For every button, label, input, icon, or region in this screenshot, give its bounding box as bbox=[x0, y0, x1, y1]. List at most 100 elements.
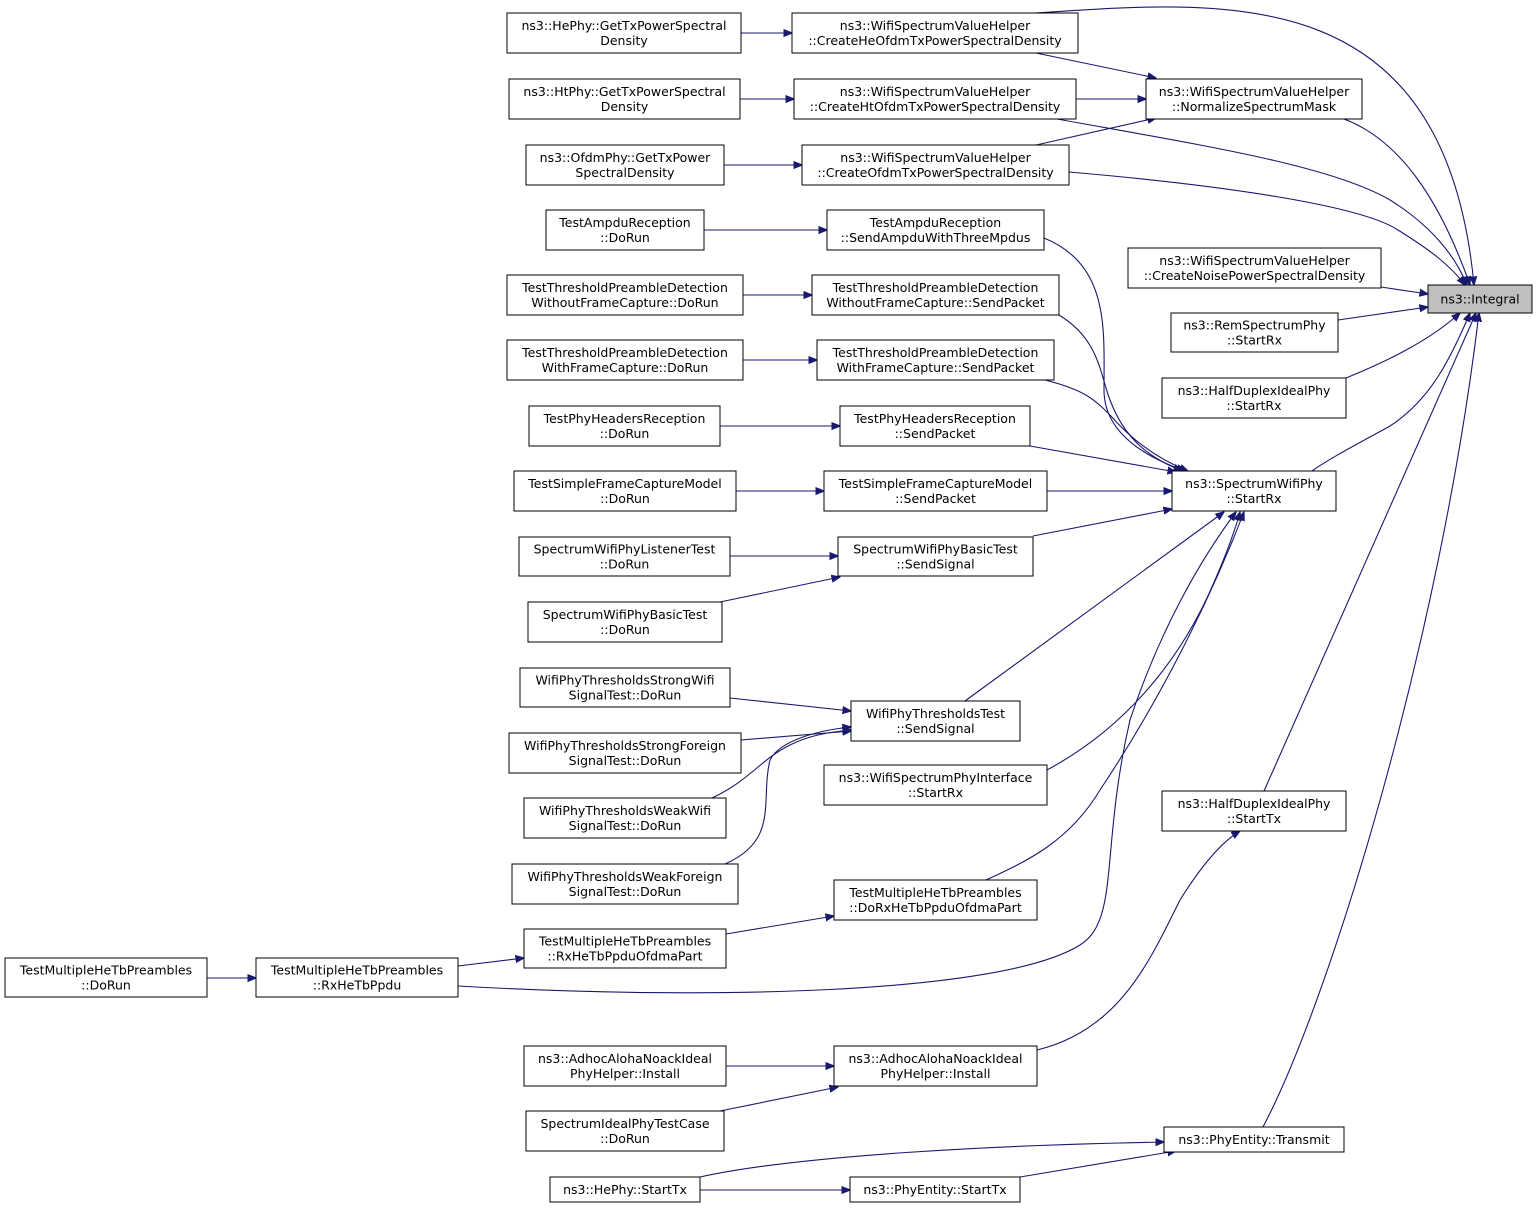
node-box-tpd_w_send[interactable] bbox=[816, 339, 1055, 381]
node-box-wsvh_normalize[interactable] bbox=[1145, 78, 1363, 120]
node-box-wpt_weakforeign[interactable] bbox=[511, 863, 739, 905]
node-label-wsvh_noise-1: ::CreateNoisePowerSpectralDensity bbox=[1144, 268, 1366, 283]
node-mhtp_dorun[interactable]: TestMultipleHeTbPreambles::DoRun bbox=[4, 957, 208, 998]
node-label-rem_startrx-0: ns3::RemSpectrumPhy bbox=[1183, 318, 1326, 333]
node-aanih_install_r[interactable]: ns3::AdhocAlohaNoackIdealPhyHelper::Inst… bbox=[833, 1045, 1038, 1087]
node-phr_send[interactable]: TestPhyHeadersReception::SendPacket bbox=[839, 405, 1031, 447]
node-wsvh_createhe[interactable]: ns3::WifiSpectrumValueHelper::CreateHeOf… bbox=[791, 12, 1079, 54]
node-tpd_wo_send[interactable]: TestThresholdPreambleDetectionWithoutFra… bbox=[811, 274, 1060, 316]
node-wpt_weakwifi[interactable]: WifiPhyThresholdsWeakWifiSignalTest::DoR… bbox=[523, 797, 727, 839]
node-box-hephy_starttx[interactable] bbox=[549, 1176, 701, 1203]
edge-sip_dorun-to-aanih_install_r bbox=[719, 1087, 838, 1112]
node-wsvh_createofdm[interactable]: ns3::WifiSpectrumValueHelper::CreateOfdm… bbox=[801, 144, 1070, 186]
node-label-swp_startrx-1: ::StartRx bbox=[1226, 491, 1281, 506]
node-box-wsvh_createofdm[interactable] bbox=[801, 144, 1070, 186]
node-box-phr_send[interactable] bbox=[839, 405, 1031, 447]
node-pe_transmit[interactable]: ns3::PhyEntity::Transmit bbox=[1163, 1126, 1345, 1153]
edge-swpbt_send-to-swp_startrx bbox=[1032, 509, 1172, 537]
node-label-wsvh_createhe-0: ns3::WifiSpectrumValueHelper bbox=[840, 18, 1031, 33]
node-wpt_strongwifi[interactable]: WifiPhyThresholdsStrongWifiSignalTest::D… bbox=[519, 667, 731, 708]
node-box-wsvh_createht[interactable] bbox=[793, 78, 1077, 120]
node-box-mhtp_rxofdma[interactable] bbox=[523, 928, 727, 969]
node-box-mhtp_rx[interactable] bbox=[255, 957, 459, 998]
node-box-hephy_gettx[interactable] bbox=[506, 12, 742, 54]
node-label-sfcm_dorun-1: ::DoRun bbox=[600, 491, 650, 506]
node-wspi_startrx[interactable]: ns3::WifiSpectrumPhyInterface::StartRx bbox=[823, 764, 1048, 806]
node-box-sfcm_dorun[interactable] bbox=[513, 470, 737, 512]
node-box-swpbt_dorun[interactable] bbox=[527, 601, 723, 643]
node-ampdu_send[interactable]: TestAmpduReception::SendAmpduWithThreeMp… bbox=[826, 209, 1045, 251]
node-box-sfcm_send[interactable] bbox=[823, 470, 1048, 512]
node-box-tpd_wo_send[interactable] bbox=[811, 274, 1060, 316]
node-wpt_strongforeign[interactable]: WifiPhyThresholdsStrongForeignSignalTest… bbox=[508, 732, 742, 774]
edge-aanih_install_r-to-hdip_starttx bbox=[1036, 831, 1240, 1051]
node-swpbt_dorun[interactable]: SpectrumWifiPhyBasicTest::DoRun bbox=[527, 601, 723, 643]
node-hdip_startrx[interactable]: ns3::HalfDuplexIdealPhy::StartRx bbox=[1161, 377, 1347, 419]
node-box-phr_dorun[interactable] bbox=[528, 405, 721, 447]
node-box-rem_startrx[interactable] bbox=[1170, 312, 1339, 353]
node-wpt_weakforeign[interactable]: WifiPhyThresholdsWeakForeignSignalTest::… bbox=[511, 863, 739, 905]
node-box-wpt_strongwifi[interactable] bbox=[519, 667, 731, 708]
node-tpd_w_send[interactable]: TestThresholdPreambleDetectionWithFrameC… bbox=[816, 339, 1055, 381]
node-box-tpd_wo_dorun[interactable] bbox=[506, 274, 744, 316]
edge-wpt_send-to-swp_startrx bbox=[964, 512, 1224, 702]
node-sfcm_send[interactable]: TestSimpleFrameCaptureModel::SendPacket bbox=[823, 470, 1048, 512]
node-sfcm_dorun[interactable]: TestSimpleFrameCaptureModel::DoRun bbox=[513, 470, 737, 512]
node-tpd_w_dorun[interactable]: TestThresholdPreambleDetectionWithFrameC… bbox=[506, 339, 744, 381]
node-pe_starttx[interactable]: ns3::PhyEntity::StartTx bbox=[849, 1176, 1021, 1203]
node-box-ampdu_send[interactable] bbox=[826, 209, 1045, 251]
node-wpt_send[interactable]: WifiPhyThresholdsTest::SendSignal bbox=[850, 700, 1021, 742]
node-swp_startrx[interactable]: ns3::SpectrumWifiPhy::StartRx bbox=[1171, 470, 1337, 512]
node-integral[interactable]: ns3::Integral bbox=[1427, 284, 1533, 314]
node-box-htphy_gettx[interactable] bbox=[508, 78, 741, 120]
node-box-wspi_startrx[interactable] bbox=[823, 764, 1048, 806]
node-box-aanih_install_l[interactable] bbox=[523, 1045, 727, 1087]
edge-hdip_startrx-to-integral bbox=[1345, 313, 1460, 379]
node-box-aanih_install_r[interactable] bbox=[833, 1045, 1038, 1087]
node-swplt_dorun[interactable]: SpectrumWifiPhyListenerTest::DoRun bbox=[518, 536, 731, 577]
node-box-pe_transmit[interactable] bbox=[1163, 1126, 1345, 1153]
node-aanih_install_l[interactable]: ns3::AdhocAlohaNoackIdealPhyHelper::Inst… bbox=[523, 1045, 727, 1087]
node-wsvh_createht[interactable]: ns3::WifiSpectrumValueHelper::CreateHtOf… bbox=[793, 78, 1077, 120]
node-wsvh_noise[interactable]: ns3::WifiSpectrumValueHelper::CreateNois… bbox=[1127, 247, 1382, 289]
node-rem_startrx[interactable]: ns3::RemSpectrumPhy::StartRx bbox=[1170, 312, 1339, 353]
node-hdip_starttx[interactable]: ns3::HalfDuplexIdealPhy::StartTx bbox=[1161, 790, 1347, 832]
node-box-sip_dorun[interactable] bbox=[525, 1110, 725, 1152]
node-sip_dorun[interactable]: SpectrumIdealPhyTestCase::DoRun bbox=[525, 1110, 725, 1152]
node-box-integral[interactable] bbox=[1427, 284, 1533, 314]
node-swpbt_send[interactable]: SpectrumWifiPhyBasicTest::SendSignal bbox=[837, 536, 1034, 577]
node-label-wpt_strongwifi-0: WifiPhyThresholdsStrongWifi bbox=[535, 673, 714, 688]
node-box-wpt_weakwifi[interactable] bbox=[523, 797, 727, 839]
node-box-hdip_startrx[interactable] bbox=[1161, 377, 1347, 419]
node-phr_dorun[interactable]: TestPhyHeadersReception::DoRun bbox=[528, 405, 721, 447]
node-label-wpt_send-1: ::SendSignal bbox=[896, 721, 974, 736]
node-label-ampdu_send-1: ::SendAmpduWithThreeMpdus bbox=[841, 230, 1031, 245]
node-box-swpbt_send[interactable] bbox=[837, 536, 1034, 577]
node-tpd_wo_dorun[interactable]: TestThresholdPreambleDetectionWithoutFra… bbox=[506, 274, 744, 316]
node-label-tpd_w_dorun-0: TestThresholdPreambleDetection bbox=[521, 345, 728, 360]
node-box-mhtp_dorun[interactable] bbox=[4, 957, 208, 998]
node-mhtp_rxofdma[interactable]: TestMultipleHeTbPreambles::RxHeTbPpduOfd… bbox=[523, 928, 727, 969]
node-wsvh_normalize[interactable]: ns3::WifiSpectrumValueHelper::NormalizeS… bbox=[1145, 78, 1363, 120]
node-label-wsvh_createht-1: ::CreateHtOfdmTxPowerSpectralDensity bbox=[810, 99, 1061, 114]
node-mhtp_rx[interactable]: TestMultipleHeTbPreambles::RxHeTbPpdu bbox=[255, 957, 459, 998]
node-box-tpd_w_dorun[interactable] bbox=[506, 339, 744, 381]
node-box-swplt_dorun[interactable] bbox=[518, 536, 731, 577]
node-box-ofdmphy_gettx[interactable] bbox=[525, 144, 725, 186]
node-box-wsvh_noise[interactable] bbox=[1127, 247, 1382, 289]
node-mhtp_dorxofdma[interactable]: TestMultipleHeTbPreambles::DoRxHeTbPpduO… bbox=[833, 879, 1038, 921]
node-box-wpt_send[interactable] bbox=[850, 700, 1021, 742]
node-hephy_starttx[interactable]: ns3::HePhy::StartTx bbox=[549, 1176, 701, 1203]
node-box-hdip_starttx[interactable] bbox=[1161, 790, 1347, 832]
node-box-pe_starttx[interactable] bbox=[849, 1176, 1021, 1203]
node-label-mhtp_dorun-1: ::DoRun bbox=[81, 978, 131, 993]
node-box-swp_startrx[interactable] bbox=[1171, 470, 1337, 512]
node-box-wsvh_createhe[interactable] bbox=[791, 12, 1079, 54]
node-box-mhtp_dorxofdma[interactable] bbox=[833, 879, 1038, 921]
node-ampdu_dorun[interactable]: TestAmpduReception::DoRun bbox=[545, 209, 705, 251]
node-box-wpt_strongforeign[interactable] bbox=[508, 732, 742, 774]
node-box-ampdu_dorun[interactable] bbox=[545, 209, 705, 251]
